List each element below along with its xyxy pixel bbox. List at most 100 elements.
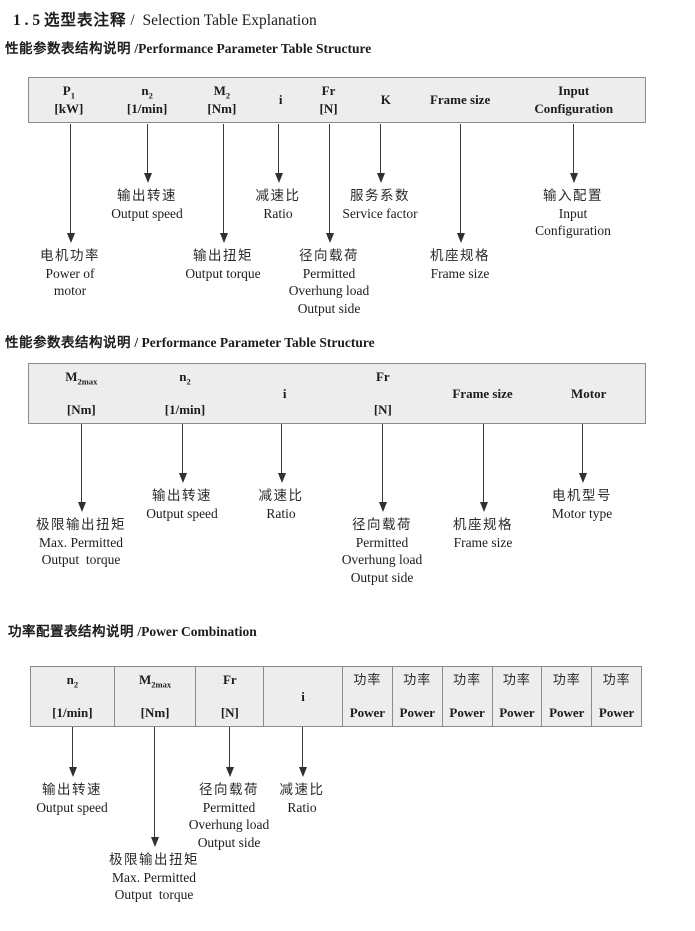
column-unit: [Nm] xyxy=(207,101,237,116)
callout-permitted-en: Permitted xyxy=(202,799,256,815)
section-1-heading-sep: / xyxy=(131,41,139,56)
column-unit: [N] xyxy=(319,101,338,116)
down-arrow-icon xyxy=(219,233,228,243)
callout-output-speed-en: Output speed xyxy=(146,505,218,521)
down-arrow-icon xyxy=(456,233,465,243)
column-symbol: K xyxy=(380,92,391,107)
callout-permitted-zh: 径向载荷 xyxy=(199,782,259,797)
down-arrow-icon xyxy=(66,233,75,243)
callout-output-torque-en: Output torque xyxy=(185,265,261,281)
callout-permitted-en: Output side xyxy=(350,569,414,585)
down-arrow-icon xyxy=(298,767,307,777)
callout-power-of-en: motor xyxy=(53,283,87,298)
column-unit: [kW] xyxy=(54,101,84,116)
column-symbol: Fr xyxy=(321,83,336,98)
callout-max-permitted-en: Max. Permitted xyxy=(112,869,196,885)
column-label-en: Power xyxy=(499,705,535,720)
down-arrow-icon xyxy=(479,502,488,512)
callout-service-factor-en: Service factor xyxy=(342,205,418,221)
column-symbol: M2max xyxy=(65,369,98,387)
section-2-heading-sep: / xyxy=(131,335,142,350)
column-unit: [Nm] xyxy=(66,402,96,417)
section-3-column-i-4: i xyxy=(263,667,342,726)
callout-ratio-en: Ratio xyxy=(287,799,317,815)
callout-ratio-zh: 减速比 xyxy=(255,188,301,203)
section-3-column-fr-3: Fr [N] xyxy=(195,667,263,726)
callout-max-permitted-en: Max. Permitted xyxy=(39,534,123,550)
column-symbol: Frame size xyxy=(452,385,513,401)
section-2-heading-zh: 性能参数表结构说明 xyxy=(5,335,131,350)
callout-ratio-zh: 减速比 xyxy=(258,488,304,503)
column-label-en: Power xyxy=(399,705,435,720)
column-symbol: i xyxy=(301,688,305,704)
column-unit: [1/min] xyxy=(52,705,93,720)
down-arrow-line xyxy=(582,424,584,474)
section-2-column-frame-size-5: Frame size xyxy=(433,364,533,423)
section-2-heading: 性能参数表结构说明 / Performance Parameter Table … xyxy=(5,331,375,351)
callout-motor-type-zh: 电机型号 xyxy=(552,488,612,503)
callout-output-speed-zh: 输出转速 xyxy=(152,488,212,503)
column-symbol: n2 xyxy=(179,369,191,387)
column-unit: [1/min] xyxy=(126,101,168,116)
column-symbol: M2 xyxy=(213,83,231,101)
page-title-en: Selection Table Explanation xyxy=(142,12,317,29)
down-arrow-line xyxy=(72,727,74,768)
column-symbol: Fr xyxy=(375,369,390,384)
column-symbol: n2 xyxy=(66,672,79,690)
down-arrow-line xyxy=(380,124,382,174)
column-label-zh: 功率 xyxy=(502,672,531,687)
down-arrow-icon xyxy=(376,173,385,183)
callout-max-permitted-zh: 极限输出扭矩 xyxy=(109,852,199,867)
callout-output-speed-en: Output speed xyxy=(111,205,183,221)
page-title-separator: / xyxy=(126,12,143,29)
column-label-zh: 功率 xyxy=(403,672,432,687)
section-1-heading-en: Performance Parameter Table Structure xyxy=(138,41,372,56)
callout-input-zh: 输入配置 xyxy=(543,188,603,203)
section-3-column-power-8: 功率 Power xyxy=(491,667,542,726)
callout-output-speed-en: Output speed xyxy=(36,799,108,815)
down-arrow-icon xyxy=(68,767,77,777)
section-1-column-m2-3: M2[Nm] xyxy=(185,78,258,122)
down-arrow-line xyxy=(382,424,384,503)
down-arrow-line xyxy=(281,424,283,474)
section-1-column-p1-1: P1[kW] xyxy=(29,78,109,122)
page-title: 1 . 5 选型表注释 / Selection Table Explanatio… xyxy=(13,8,317,30)
section-1-column-frame-size-7: Frame size xyxy=(418,78,503,122)
down-arrow-line xyxy=(182,424,184,474)
down-arrow-icon xyxy=(225,767,234,777)
callout-permitted-en: Overhung load xyxy=(188,817,270,832)
callout-power-of-en: Power of xyxy=(45,265,95,281)
section-3-column-n2-1: n2 [1/min] xyxy=(31,667,114,726)
callout-input-en: Configuration xyxy=(535,223,611,238)
column-unit: [N] xyxy=(220,705,239,720)
down-arrow-line xyxy=(81,424,83,503)
column-symbol: Fr xyxy=(222,672,237,687)
section-3-heading-en: Power Combination xyxy=(141,624,257,639)
down-arrow-icon xyxy=(150,837,159,847)
column-unit: [N] xyxy=(373,402,392,417)
section-2-column-motor-6: Motor xyxy=(532,364,645,423)
callout-max-permitted-en: Output torque xyxy=(41,552,121,567)
column-symbol: M2max xyxy=(139,672,172,690)
down-arrow-icon xyxy=(274,173,283,183)
callout-ratio-en: Ratio xyxy=(266,505,296,521)
down-arrow-line xyxy=(483,424,485,503)
section-2-callout-output-speed: 输出转速 Output speed xyxy=(107,487,257,522)
column-unit: [1/min] xyxy=(164,402,206,417)
column-label-zh: 功率 xyxy=(602,672,631,687)
column-symbol: P1 xyxy=(62,83,75,101)
callout-output-speed-zh: 输出转速 xyxy=(42,782,102,797)
